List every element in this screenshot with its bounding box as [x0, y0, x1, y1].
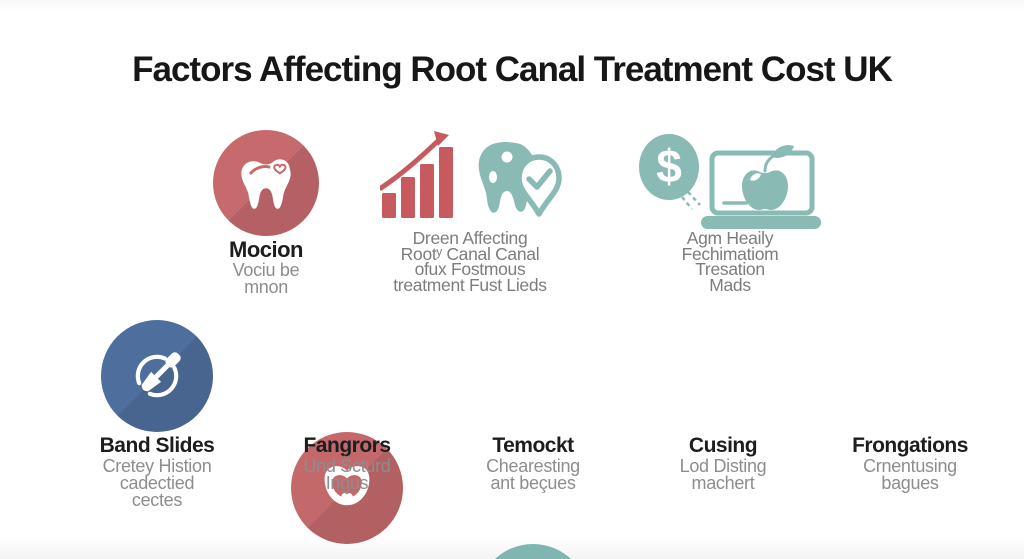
tooth-heart-icon [241, 159, 291, 209]
subtitle-line: mnon [244, 277, 288, 297]
text-line: ofux Fostmous [414, 259, 526, 279]
dollar-bubble [639, 134, 699, 200]
apple-leaf [772, 145, 794, 158]
subtitle-line: ant beçues [490, 473, 576, 493]
circle-temockt [477, 544, 589, 559]
factor-item-cost-estimation: $ [638, 130, 823, 230]
subtitle-line: Cretey Histion [102, 456, 212, 476]
factor-title: Cusing [688, 434, 758, 457]
text-line: treatment Fust Lieds [393, 274, 547, 295]
open-mouth-icon [324, 466, 370, 506]
factor-item-mocion [213, 130, 319, 236]
bar-1 [382, 193, 396, 218]
subtitle-line: cadectied [119, 473, 195, 493]
factor-subtitle: Chearesting ant beçues [433, 456, 633, 493]
factor-title: Fangrors [303, 434, 391, 457]
dental-tool-icon [135, 352, 181, 398]
subtitle-line: machert [691, 473, 755, 493]
factor-text-block: Dreen Affecting Rootʸ Canal Canal ofux F… [368, 228, 572, 295]
subtitle-line: bagues [881, 473, 939, 493]
subtitle-line: Vociu be [232, 260, 300, 280]
factor-title: Temockt [492, 434, 574, 457]
tooth-circle [213, 130, 319, 236]
text-line: Agm Heaily [686, 228, 774, 248]
apple [742, 170, 788, 210]
subtitle-line: cectes [131, 490, 183, 510]
subtitle-line: Und Šcturd [303, 456, 391, 476]
location-check-pin [516, 154, 562, 217]
laptop-base [701, 216, 821, 229]
laptop-screen [709, 150, 815, 216]
arrow-head [434, 131, 449, 146]
tooth-shape [478, 142, 536, 213]
bar-3 [420, 164, 434, 218]
factor-subtitle: Und Šcturd Ingus [247, 456, 447, 493]
subtitle-line: Crnentusing [863, 456, 957, 476]
factor-title: Mocion [229, 237, 304, 262]
bar-4 [439, 147, 453, 218]
page-title: Factors Affecting Root Canal Treatment C… [132, 50, 893, 89]
circle-fangrors [291, 432, 403, 544]
subtitle-line: Chearesting [486, 456, 580, 476]
text-line: Tresation [695, 259, 765, 279]
bar-2 [401, 177, 415, 218]
factor-subtitle: Vociu be mnon [166, 260, 366, 297]
subtitle-line: Ingus [325, 473, 369, 493]
factor-item-cost-growth [378, 130, 570, 230]
growth-chart-tooth-pin-icon [378, 131, 562, 218]
subtitle-line: Lod Disting [679, 456, 767, 476]
text-line: Fechimatiom [681, 243, 779, 264]
factor-text-block: Agm Heaily Fechimatiom Tresation Mads [628, 228, 832, 295]
factor-subtitle: Cretey Histion cadectied cectes [57, 456, 257, 510]
factor-title: Frongations [852, 434, 968, 457]
circle-band-slides [101, 320, 213, 432]
growth-arrow [378, 136, 443, 191]
factor-title: Band Slides [99, 434, 215, 457]
factor-subtitle: Crnentusing bagues [810, 456, 1010, 493]
text-line: Dreen Affecting [412, 228, 528, 248]
text-line: Mads [709, 274, 751, 295]
dollar-laptop-apple-icon: $ [639, 134, 821, 229]
text-line: Rootʸ Canal Canal [400, 243, 540, 264]
factor-subtitle: Lod Disting machert [623, 456, 823, 493]
dollar-sign: $ [656, 140, 682, 192]
